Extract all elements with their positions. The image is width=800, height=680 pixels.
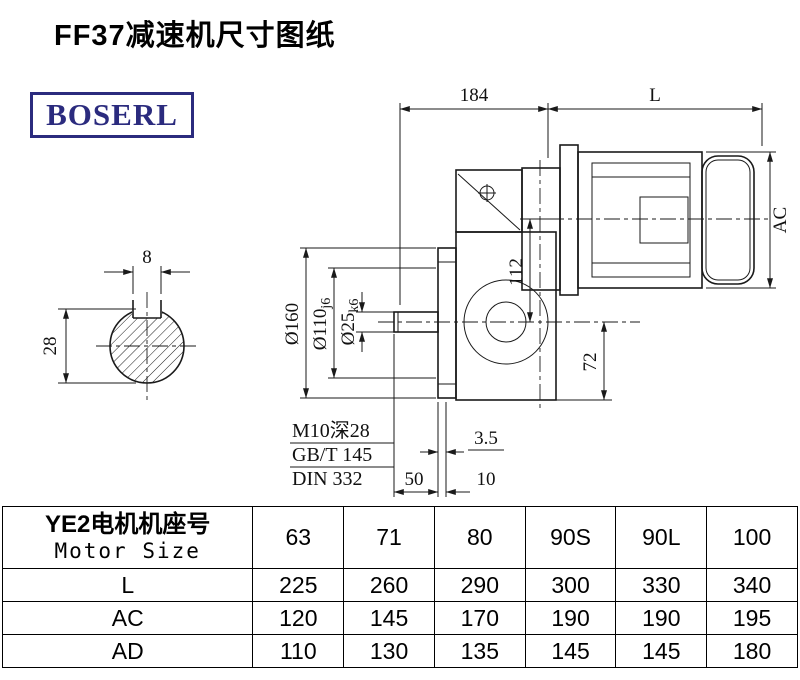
dimension-AC-label: AC: [770, 207, 791, 233]
dimension-10-label: 10: [477, 469, 496, 490]
gearbox-outline: [393, 167, 561, 401]
tap-note: M10深28: [292, 419, 370, 442]
din-standard-note: DIN 332: [292, 468, 363, 490]
motor-size-table: YE2电机机座号 Motor Size 63 71 80 90S 90L 100…: [1, 506, 798, 668]
shaft-end-notes: M10深28 GB/T 145 DIN 332: [290, 419, 394, 490]
row-label-L: L: [1, 568, 254, 602]
size-column-header: 63: [252, 506, 345, 569]
table-cell: 290: [433, 568, 526, 602]
dimension-L: L: [547, 85, 763, 146]
dimension-spigot-dia: Ø110j6: [310, 267, 436, 379]
brand-logo-text: BOSERL: [46, 97, 178, 132]
brand-logo: BOSERL: [30, 92, 194, 138]
size-column-header: 100: [706, 506, 798, 569]
dimension-50: 50: [393, 469, 439, 495]
motor-size-header-cn: YE2电机机座号: [45, 510, 211, 538]
motor-outline: [559, 144, 755, 296]
spigot-dia-value: Ø110: [310, 309, 331, 351]
dimension-72: 72: [556, 321, 612, 401]
row-label-AC: AC: [1, 601, 254, 635]
spec-table: YE2电机机座号 Motor Size 63 71 80 90S 90L 100…: [1, 506, 798, 668]
table-cell: 135: [433, 634, 526, 668]
dimension-AC: AC: [706, 151, 791, 289]
motor-flange: [559, 144, 579, 296]
table-cell: 195: [706, 601, 798, 635]
row-label-AD: AD: [1, 634, 254, 668]
spigot-dia-tolerance: j6: [319, 298, 334, 310]
table-cell: 260: [343, 568, 435, 602]
size-column-header: 90S: [524, 506, 617, 569]
table-cell: 180: [706, 634, 798, 668]
motor-size-header-cell: YE2电机机座号 Motor Size: [1, 506, 254, 569]
dimension-112-label: 112: [506, 258, 527, 286]
dimension-184: 184: [399, 85, 549, 305]
table-cell: 145: [343, 601, 435, 635]
dimension-3-5-label: 3.5: [474, 428, 498, 449]
dimension-flange-dia: Ø160: [282, 247, 436, 399]
table-cell: 190: [524, 601, 617, 635]
dimension-key-width: 8: [104, 247, 190, 294]
size-column-header: 80: [433, 506, 526, 569]
dimension-72-label: 72: [580, 353, 601, 372]
shaft-dia-value: Ø25: [338, 313, 359, 346]
dimension-flange-dia-label: Ø160: [282, 303, 303, 345]
dimension-L-label: L: [649, 85, 661, 106]
dimension-3-5: 3.5: [393, 334, 504, 497]
table-cell: 145: [524, 634, 617, 668]
dimension-key-width-label: 8: [142, 247, 152, 268]
section-centerlines: [96, 292, 200, 404]
shaft-dia-tolerance: k6: [347, 299, 362, 313]
table-cell: 330: [615, 568, 708, 602]
gbt-standard-note: GB/T 145: [292, 444, 372, 466]
size-column-header: 71: [343, 506, 435, 569]
output-shaft: [393, 311, 439, 333]
motor-size-header-en: Motor Size: [54, 539, 201, 564]
table-cell: 145: [615, 634, 708, 668]
table-row-AD: AD 110 130 135 145 145 180: [1, 634, 798, 668]
page-title: FF37减速机尺寸图纸: [54, 20, 336, 52]
dimension-shaft-dia-label: Ø25k6: [338, 299, 362, 346]
dimension-section-dia-label: 28: [40, 337, 61, 356]
shaft-section-view: 8 28: [40, 247, 200, 404]
table-cell: 130: [343, 634, 435, 668]
table-cell: 120: [252, 601, 345, 635]
size-column-header: 90L: [615, 506, 708, 569]
dimension-112: 112: [506, 218, 560, 323]
table-header-row: YE2电机机座号 Motor Size 63 71 80 90S 90L 100: [1, 506, 798, 569]
main-view: 184 L AC 112 72: [282, 85, 791, 497]
table-row-L: L 225 260 290 300 330 340: [1, 568, 798, 602]
dimension-184-label: 184: [460, 85, 489, 106]
technical-drawing: 8 28: [40, 85, 791, 497]
table-cell: 190: [615, 601, 708, 635]
table-cell: 340: [706, 568, 798, 602]
main-centerlines: [378, 160, 772, 412]
dimension-section-dia: 28: [40, 308, 136, 384]
table-cell: 225: [252, 568, 345, 602]
table-cell: 110: [252, 634, 345, 668]
dimension-shaft-dia: Ø25k6: [338, 292, 394, 352]
dimension-10: 10: [445, 469, 496, 495]
dimension-spigot-dia-label: Ø110j6: [310, 298, 334, 350]
table-row-AC: AC 120 145 170 190 190 195: [1, 601, 798, 635]
output-flange: [437, 247, 457, 399]
table-cell: 300: [524, 568, 617, 602]
table-cell: 170: [433, 601, 526, 635]
dimension-50-label: 50: [405, 469, 424, 490]
